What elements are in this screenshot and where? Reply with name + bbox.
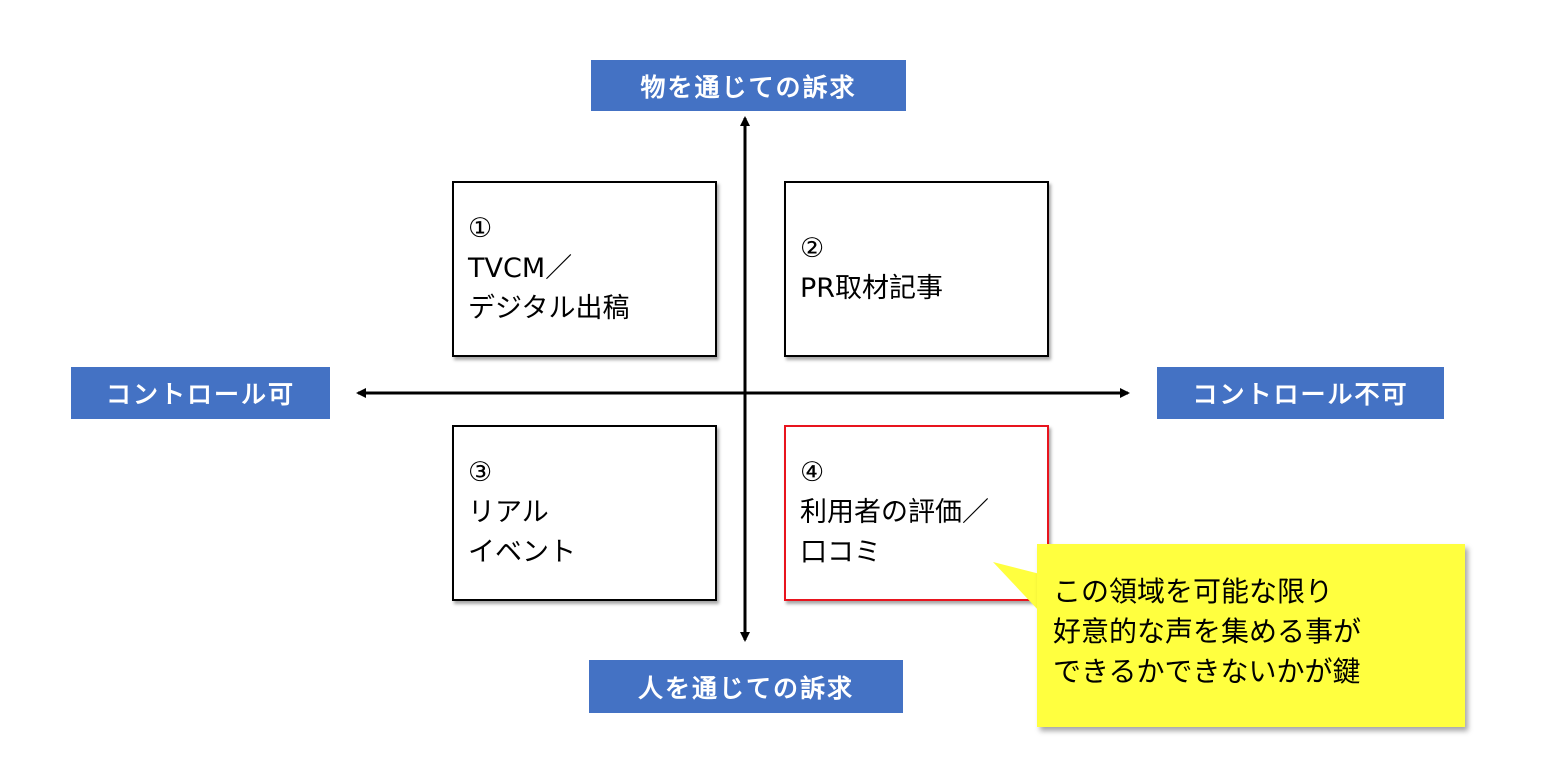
quadrant-1-box: ① TVCM／ デジタル出稿 <box>452 181 717 357</box>
quadrant-4-box: ④ 利用者の評価／ 口コミ <box>784 425 1049 601</box>
callout-note: この領域を可能な限り 好意的な声を集める事が できるかできないかが鍵 <box>1037 544 1465 727</box>
quadrant-3-box: ③ リアル イベント <box>452 425 717 601</box>
quadrant-text: PR取材記事 <box>800 273 944 304</box>
quadrant-text: デジタル出稿 <box>468 293 630 324</box>
quadrant-text: 利用者の評価／ <box>800 497 989 528</box>
callout-text: この領域を可能な限り <box>1053 575 1334 608</box>
quadrant-text: リアル <box>468 497 549 528</box>
quadrant-number: ③ <box>468 457 493 488</box>
axis-label-bottom: 人を通じての訴求 <box>589 660 903 713</box>
quadrant-2-box: ② PR取材記事 <box>784 181 1049 357</box>
quadrant-text: TVCM／ <box>468 253 573 284</box>
axis-label-left: コントロール可 <box>71 367 330 419</box>
axis-label-top: 物を通じての訴求 <box>591 60 906 111</box>
quadrant-text: イベント <box>468 537 576 568</box>
axis-label-right: コントロール不可 <box>1157 367 1444 419</box>
quadrant-number: ① <box>468 213 493 244</box>
quadrant-number: ② <box>800 233 825 264</box>
quadrant-text: 口コミ <box>800 537 881 568</box>
callout-text: できるかできないかが鍵 <box>1053 655 1361 688</box>
callout-text: 好意的な声を集める事が <box>1053 615 1362 648</box>
quadrant-number: ④ <box>800 457 825 488</box>
